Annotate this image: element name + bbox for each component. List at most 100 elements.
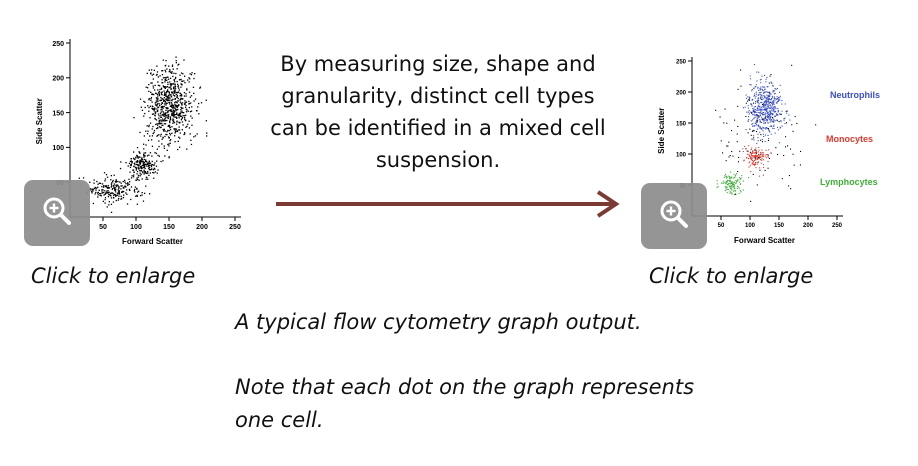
x-tick-label: 150 xyxy=(163,224,175,231)
data-point xyxy=(180,97,182,99)
data-point xyxy=(770,152,772,154)
data-point xyxy=(177,97,179,100)
data-point xyxy=(763,117,765,119)
data-point xyxy=(118,195,120,197)
data-point xyxy=(758,125,760,127)
data-point xyxy=(130,198,132,201)
enlarge-button-left[interactable] xyxy=(24,180,90,246)
data-point xyxy=(729,180,731,182)
data-point xyxy=(152,108,154,110)
data-point xyxy=(748,116,750,118)
data-point xyxy=(150,168,153,170)
data-point xyxy=(751,158,753,160)
data-point xyxy=(184,75,186,77)
data-point xyxy=(784,103,786,105)
data-point xyxy=(158,126,161,128)
data-point xyxy=(103,191,105,194)
enlarge-link-left[interactable]: Click to enlarge xyxy=(31,264,196,288)
data-point xyxy=(767,95,769,97)
data-point xyxy=(731,130,733,132)
data-point xyxy=(194,135,197,137)
data-point xyxy=(730,171,732,173)
data-point xyxy=(766,102,768,104)
enlarge-link-right[interactable]: Click to enlarge xyxy=(649,264,814,288)
data-point xyxy=(170,83,172,85)
data-point xyxy=(729,190,731,192)
data-point xyxy=(175,56,177,58)
data-point xyxy=(137,178,139,181)
data-point xyxy=(745,157,747,159)
data-point xyxy=(763,95,765,97)
data-point xyxy=(133,171,135,173)
data-point xyxy=(754,152,756,154)
data-point xyxy=(168,94,170,96)
data-point xyxy=(176,105,178,108)
data-point xyxy=(749,165,751,167)
data-point xyxy=(136,177,138,179)
data-point xyxy=(777,107,779,109)
data-point xyxy=(750,111,752,113)
data-point xyxy=(153,110,155,112)
data-point xyxy=(171,71,173,73)
scatter-plot-ungated[interactable]: 5010015020025050100150200250Forward Scat… xyxy=(20,38,250,253)
data-point xyxy=(170,87,172,89)
data-point xyxy=(102,200,104,202)
data-point xyxy=(752,173,754,175)
data-point xyxy=(759,108,761,110)
data-point xyxy=(157,124,159,126)
data-point xyxy=(176,80,178,83)
data-point xyxy=(117,184,119,187)
data-point xyxy=(174,92,176,94)
data-point xyxy=(764,108,766,110)
data-point xyxy=(165,95,167,98)
data-point xyxy=(771,82,773,84)
data-point xyxy=(138,151,140,153)
data-point xyxy=(777,110,779,112)
data-point xyxy=(178,115,180,117)
data-point xyxy=(764,101,766,103)
data-point xyxy=(756,111,758,113)
data-point xyxy=(143,148,145,150)
data-point xyxy=(91,188,93,190)
data-point xyxy=(133,165,135,168)
data-point xyxy=(178,126,180,128)
data-point xyxy=(174,114,176,116)
data-point xyxy=(779,113,781,115)
data-point xyxy=(157,154,159,157)
data-point xyxy=(764,105,766,107)
data-point xyxy=(176,117,178,119)
data-point xyxy=(774,132,776,134)
data-point xyxy=(186,109,188,111)
data-point xyxy=(736,141,738,143)
data-point xyxy=(768,130,770,132)
data-point xyxy=(767,108,769,110)
data-point xyxy=(151,145,154,147)
data-point xyxy=(773,101,775,103)
data-point xyxy=(778,121,780,123)
data-point xyxy=(186,125,188,127)
scatter-plot-gated[interactable]: 5010015020025050100150200250Forward Scat… xyxy=(640,50,910,255)
data-point xyxy=(181,117,183,120)
data-point xyxy=(139,166,142,168)
data-point xyxy=(754,102,756,104)
data-point xyxy=(768,116,770,118)
data-point xyxy=(174,128,176,130)
data-point xyxy=(722,182,724,184)
data-point xyxy=(173,83,175,85)
data-point xyxy=(747,150,749,152)
data-point xyxy=(174,89,176,91)
enlarge-button-right[interactable] xyxy=(641,183,707,249)
data-point xyxy=(188,120,190,122)
data-point xyxy=(134,191,136,193)
data-point xyxy=(755,147,757,149)
data-point xyxy=(757,117,759,119)
data-point xyxy=(758,71,760,73)
data-point xyxy=(766,112,768,114)
data-point xyxy=(761,75,763,77)
data-point xyxy=(165,77,167,79)
data-point xyxy=(160,120,162,122)
data-point xyxy=(206,132,208,134)
series-0-points xyxy=(742,64,791,145)
data-point xyxy=(173,113,175,115)
data-point xyxy=(96,192,99,194)
